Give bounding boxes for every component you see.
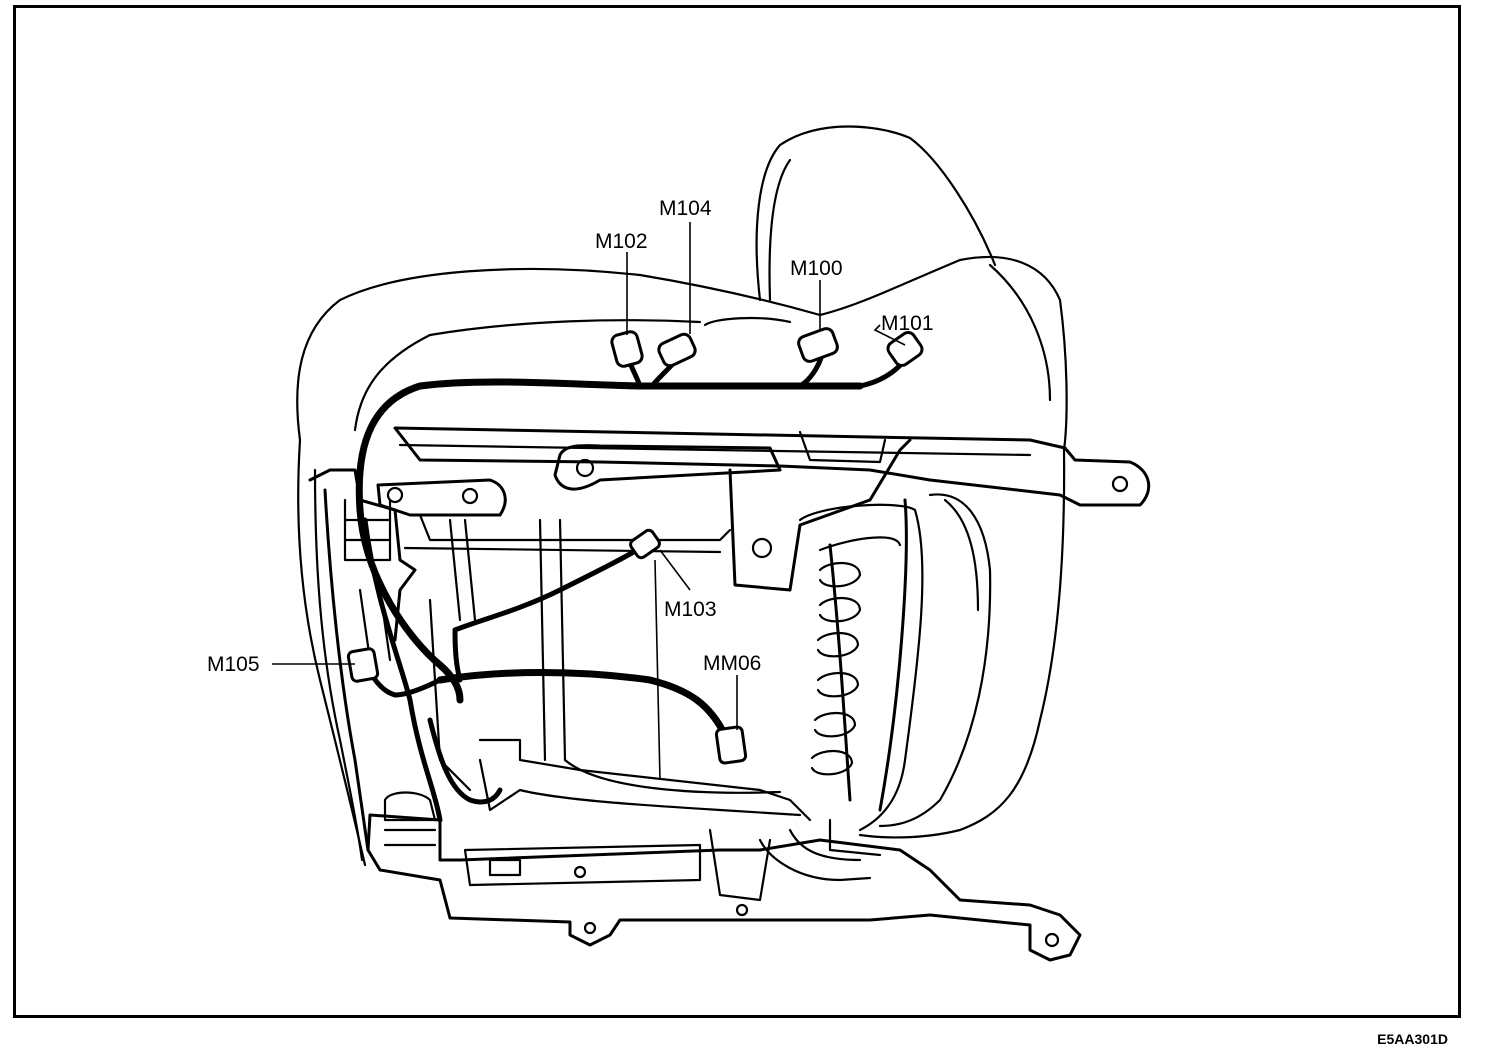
callout-m101: M101 — [881, 312, 934, 335]
leader-lines — [272, 222, 906, 781]
callout-m103: M103 — [664, 598, 717, 621]
wiring-harness — [355, 352, 908, 823]
figure-code: E5AA301D — [1377, 1031, 1448, 1047]
seat-back — [296, 255, 1068, 452]
headrest — [755, 125, 997, 302]
upper-rail — [376, 426, 1151, 592]
seat-springs — [810, 562, 862, 776]
seat-frame — [403, 498, 924, 832]
callout-m104: M104 — [659, 197, 712, 220]
seat-cushion — [297, 438, 1066, 867]
connectors — [346, 327, 924, 765]
callout-m105: M105 — [207, 653, 260, 676]
figure-border — [13, 5, 1461, 1018]
callout-m102: M102 — [595, 230, 648, 253]
callout-m100: M100 — [790, 257, 843, 280]
lower-rail — [366, 791, 1082, 962]
callout-mm06: MM06 — [703, 652, 761, 675]
